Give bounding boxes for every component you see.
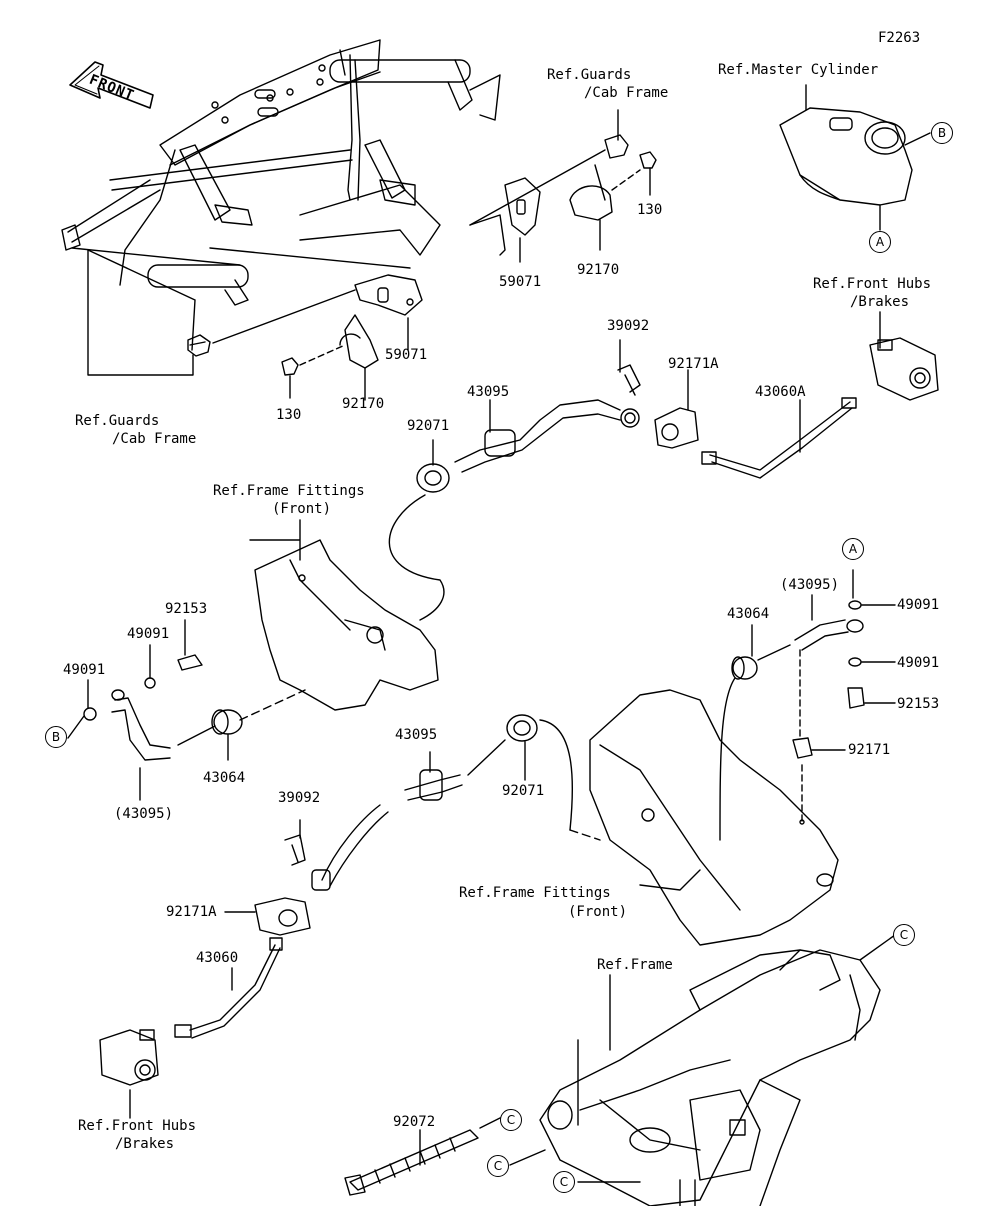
- ref-front-hubs-top-line2: /Brakes: [850, 294, 910, 310]
- bolt-92153-left: [177, 654, 203, 671]
- bolt-guards-left: [187, 334, 211, 357]
- hose-route-line: [388, 494, 445, 621]
- clip-92171A-mid: [254, 897, 311, 936]
- part-49091-left-a: 49091: [63, 662, 106, 678]
- ref-frame-fittings-mid-line1: Ref.Frame Fittings: [459, 885, 611, 901]
- bolt-130-top: [639, 151, 657, 169]
- clip-92171: [792, 737, 813, 759]
- washer-49091-right-a: [848, 600, 862, 610]
- part-92170-top: 92170: [577, 262, 620, 278]
- part-43095-left: (43095): [114, 806, 174, 822]
- part-92072: 92072: [393, 1114, 436, 1130]
- front-hub-bottom: [99, 1029, 159, 1086]
- washer-49091-left-b: [144, 677, 156, 689]
- part-39092-mid: 39092: [278, 790, 321, 806]
- ref-guards-left-line1: Ref.Guards: [75, 413, 160, 429]
- ref-frame: Ref.Frame: [597, 957, 673, 973]
- ref-master-cylinder: Ref.Master Cylinder: [718, 62, 879, 78]
- marker-c-bottom: C: [553, 1171, 575, 1193]
- grommet-43064-left: [211, 709, 243, 735]
- clamp-92170-left: [339, 314, 379, 369]
- leader-dashed: [299, 344, 346, 366]
- part-130-left: 130: [276, 407, 302, 423]
- marker-b-top: B: [931, 122, 953, 144]
- part-49091-right-b: 49091: [897, 655, 940, 671]
- ref-guards-top-line2: /Cab Frame: [584, 85, 669, 101]
- bracket-59071-left: [354, 274, 423, 316]
- ref-guards-left-line2: /Cab Frame: [112, 431, 197, 447]
- part-43095-top: 43095: [467, 384, 510, 400]
- clip-39092-top: [617, 364, 641, 396]
- clip-39092-mid: [284, 834, 306, 866]
- ref-frame-fittings-top-line2: (Front): [272, 501, 332, 517]
- part-92071-top: 92071: [407, 418, 450, 434]
- ref-front-hubs-bottom-line1: Ref.Front Hubs: [78, 1118, 197, 1134]
- marker-a-top: A: [869, 231, 891, 253]
- washer-49091-left-a: [83, 707, 97, 721]
- washer-49091-right-b: [848, 657, 862, 667]
- hose-43095-left: [111, 689, 171, 761]
- part-92071-mid: 92071: [502, 783, 545, 799]
- part-92153-left: 92153: [165, 601, 208, 617]
- figure-id: F2263: [878, 30, 921, 46]
- grommet-92071-mid: [506, 714, 538, 742]
- marker-c-frame: C: [893, 924, 915, 946]
- part-92153-right: 92153: [897, 696, 940, 712]
- marker-c-left: C: [487, 1155, 509, 1177]
- leader-line: [212, 289, 356, 344]
- part-92171A-mid: 92171A: [166, 904, 217, 920]
- ref-guards-top-line1: Ref.Guards: [547, 67, 632, 83]
- bolt-130-left: [281, 357, 299, 376]
- part-43060: 43060: [196, 950, 239, 966]
- cable-tie-92072: [344, 1129, 479, 1196]
- front-hub-top: [869, 337, 939, 401]
- hose-43095-mid: [311, 769, 463, 891]
- part-43095-mid: 43095: [395, 727, 438, 743]
- clip-92171A-top: [654, 407, 699, 449]
- part-92171: 92171: [848, 742, 891, 758]
- frame-bottom: [539, 949, 881, 1206]
- part-92171A-top: 92171A: [668, 356, 719, 372]
- part-43064-left: 43064: [203, 770, 246, 786]
- part-43060A: 43060A: [755, 384, 806, 400]
- grommet-43064-right: [731, 656, 758, 680]
- part-49091-left-b: 49091: [127, 626, 170, 642]
- frame-fitting-top: [254, 539, 439, 711]
- marker-c-tie: C: [500, 1109, 522, 1131]
- bolt-92153-right: [847, 687, 865, 709]
- hose-43095-right: [794, 619, 864, 651]
- leader-line: [469, 149, 606, 226]
- brake-pipe-43060: [174, 937, 283, 1039]
- ref-front-hubs-top-line1: Ref.Front Hubs: [813, 276, 932, 292]
- frame-fitting-mid: [589, 689, 839, 946]
- ref-frame-fittings-top-line1: Ref.Frame Fittings: [213, 483, 365, 499]
- bolt-top: [604, 134, 629, 159]
- marker-b-left: B: [45, 726, 67, 748]
- part-59071-top: 59071: [499, 274, 542, 290]
- cab-frame-guards: [61, 39, 501, 376]
- ref-frame-fittings-mid-line2: (Front): [568, 904, 628, 920]
- part-49091-right-a: 49091: [897, 597, 940, 613]
- bracket-59071-top: [504, 177, 541, 236]
- part-130-top: 130: [637, 202, 663, 218]
- front-arrow-icon: [69, 61, 154, 109]
- hose-43095-top: [454, 399, 640, 473]
- brake-pipe-43060A: [701, 397, 857, 479]
- part-43095-right: (43095): [780, 577, 840, 593]
- marker-a-right: A: [842, 538, 864, 560]
- part-59071-left: 59071: [385, 347, 428, 363]
- part-39092-top: 39092: [607, 318, 650, 334]
- clamp-92170-top: [569, 164, 613, 221]
- part-43064-right: 43064: [727, 606, 770, 622]
- part-92170-left: 92170: [342, 396, 385, 412]
- ref-front-hubs-bottom-line2: /Brakes: [115, 1136, 175, 1152]
- master-cylinder: [779, 107, 913, 206]
- grommet-92071-top: [416, 463, 450, 493]
